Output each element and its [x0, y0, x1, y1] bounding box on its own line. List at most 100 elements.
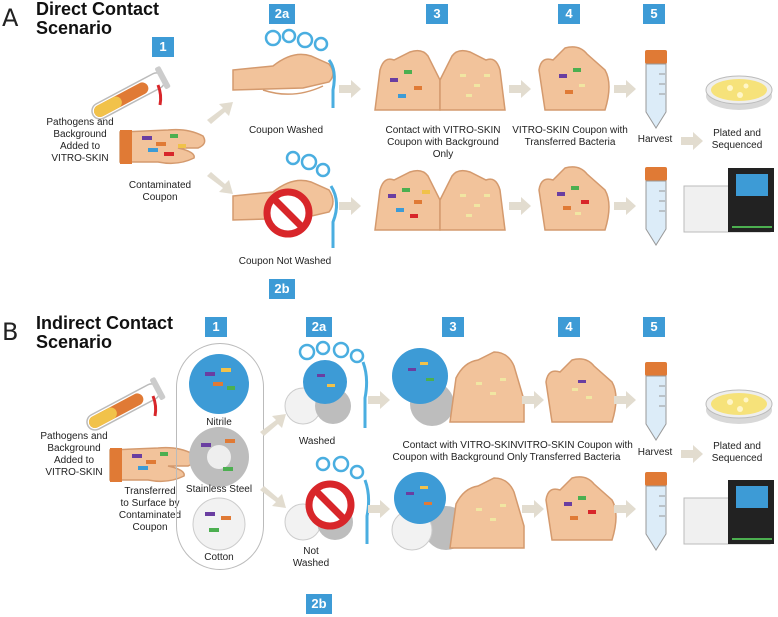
b-harvest-label: Harvest	[637, 447, 673, 458]
b-transferred-label: VITRO-SKIN Coupon with Transferred Bacte…	[510, 440, 640, 464]
a-contact-line2: Coupon with Background Only	[387, 137, 499, 160]
a-step-2a: 2a	[269, 4, 295, 24]
a-contact-line1: Contact with VITRO-SKIN	[385, 125, 501, 136]
b-plated-label: Plated and Sequenced	[702, 441, 772, 465]
b-harvest-tube-bottom-icon	[645, 472, 667, 551]
a-contact-label: Contact with VITRO-SKIN Coupon with Back…	[378, 125, 508, 161]
b-contaminated-hand-icon	[109, 446, 196, 483]
a-petri-dish-icon	[705, 75, 773, 110]
panel-b-title-line1: Indirect Contact	[36, 313, 174, 333]
a-arrow-up-icon	[207, 102, 233, 124]
panel-a-title-line1: Direct Contact	[36, 0, 160, 19]
a-washing-hands-icon	[232, 28, 336, 108]
a-pathogens-line2: Background	[53, 129, 107, 140]
a-step-5: 5	[643, 4, 665, 24]
b-step-2b: 2b	[306, 594, 332, 614]
b-sequencer-icon	[683, 480, 774, 545]
b-nitrile-coupon-icon	[189, 354, 249, 414]
panel-b-title: Indirect Contact Scenario	[36, 314, 173, 352]
b-contact-label: Contact with VITRO-SKIN Coupon with Back…	[390, 440, 530, 464]
a-contact-hands-bottom-icon	[374, 169, 506, 231]
a-contact-hands-icon	[374, 49, 506, 111]
b-washed-surfaces-icon	[284, 340, 369, 428]
a-step-4: 4	[558, 4, 580, 24]
b-pathogens-line2: Background	[47, 443, 101, 454]
b-steel-label: Stainless Steel	[185, 484, 253, 495]
a-arrow-right-icon	[509, 197, 531, 215]
panel-b-letter: B	[2, 318, 19, 346]
b-harvest-tube-icon	[645, 362, 667, 441]
b-cotton-coupon-icon	[192, 497, 246, 551]
a-plated-line1: Plated and	[713, 128, 761, 139]
a-contaminated-hand-icon	[119, 128, 206, 165]
b-contact-bottom-icon	[391, 472, 525, 551]
b-not-washed-line2: Washed	[292, 558, 330, 569]
a-pathogens-label: Pathogens and Background Added to VITRO-…	[40, 117, 120, 165]
a-transferred-label: VITRO-SKIN Coupon with Transferred Bacte…	[505, 125, 635, 149]
b-step-4: 4	[558, 317, 580, 337]
b-transferred-hand-icon	[545, 358, 617, 423]
a-pathogens-line4: VITRO-SKIN	[51, 153, 109, 164]
b-arrow-right-icon	[522, 391, 544, 409]
a-arrow-right-icon	[681, 132, 703, 150]
b-pathogens-label: Pathogens and Background Added to VITRO-…	[34, 431, 114, 479]
b-arrow-right-icon	[368, 500, 390, 518]
panel-a-title: Direct Contact Scenario	[36, 0, 159, 38]
a-step-2b: 2b	[269, 279, 295, 299]
b-nitrile-label: Nitrile	[206, 417, 232, 428]
b-washed-label: Washed	[298, 436, 336, 447]
b-stop-icon	[305, 480, 355, 530]
panel-a-title-line2: Scenario	[36, 18, 113, 38]
b-transferred-surface-line1: Transferred	[124, 486, 176, 497]
b-steel-coupon-icon	[189, 427, 249, 487]
a-transferred-line1: VITRO-SKIN Coupon with	[512, 125, 628, 136]
b-not-washed-label: Not Washed	[286, 546, 336, 570]
a-step-3: 3	[426, 4, 448, 24]
a-not-washed-label: Coupon Not Washed	[238, 256, 332, 267]
b-step-2a: 2a	[306, 317, 332, 337]
a-sequencer-icon	[683, 168, 774, 233]
a-arrow-right-icon	[509, 80, 531, 98]
b-arrow-right-icon	[681, 445, 703, 463]
a-contaminated-label: Contaminated Coupon	[120, 180, 200, 204]
b-arrow-right-icon	[614, 391, 636, 409]
a-plated-label: Plated and Sequenced	[702, 128, 772, 152]
b-contact-icon	[392, 348, 525, 426]
b-arrow-down-icon	[260, 486, 286, 508]
a-transferred-hand-bottom-icon	[538, 166, 610, 231]
b-transferred-line1: VITRO-SKIN Coupon with	[517, 440, 633, 451]
b-arrow-right-icon	[522, 500, 544, 518]
a-stop-icon	[263, 188, 313, 238]
b-contact-line2: Coupon with Background Only	[392, 452, 528, 463]
b-not-washed-line1: Not	[303, 546, 319, 557]
a-transferred-hand-icon	[538, 46, 610, 111]
a-transferred-line2: Transferred Bacteria	[524, 137, 616, 148]
b-arrow-right-icon	[368, 391, 390, 409]
b-step-5: 5	[643, 317, 665, 337]
b-transferred-surface-line4: Coupon	[132, 522, 168, 533]
a-arrow-down-icon	[207, 172, 233, 194]
a-harvest-label: Harvest	[637, 134, 673, 145]
b-transferred-surface-label: Transferred to Surface by Contaminated C…	[110, 486, 190, 534]
b-transferred-surface-line2: to Surface by	[120, 498, 180, 509]
b-step-1: 1	[205, 317, 227, 337]
panel-b-title-line2: Scenario	[36, 332, 113, 352]
b-cotton-label: Cotton	[204, 552, 234, 563]
a-arrow-right-icon	[339, 197, 361, 215]
a-contaminated-line2: Coupon	[142, 192, 178, 203]
a-pathogens-line1: Pathogens and	[46, 117, 114, 128]
a-arrow-right-icon	[614, 80, 636, 98]
a-plated-line2: Sequenced	[711, 140, 763, 151]
a-contaminated-bacteria-icon	[142, 134, 186, 156]
panel-a-letter: A	[2, 4, 19, 32]
b-plated-line1: Plated and	[713, 441, 761, 452]
b-plated-line2: Sequenced	[711, 453, 763, 464]
a-test-tube-icon	[91, 66, 171, 120]
a-harvest-tube-icon	[645, 50, 667, 129]
b-transferred-surface-line3: Contaminated	[118, 510, 182, 521]
a-arrow-right-icon	[614, 197, 636, 215]
b-transferred-line2: Transferred Bacteria	[529, 452, 621, 463]
b-pathogens-line1: Pathogens and	[40, 431, 108, 442]
b-arrow-up-icon	[260, 414, 286, 436]
a-harvest-tube-bottom-icon	[645, 167, 667, 246]
